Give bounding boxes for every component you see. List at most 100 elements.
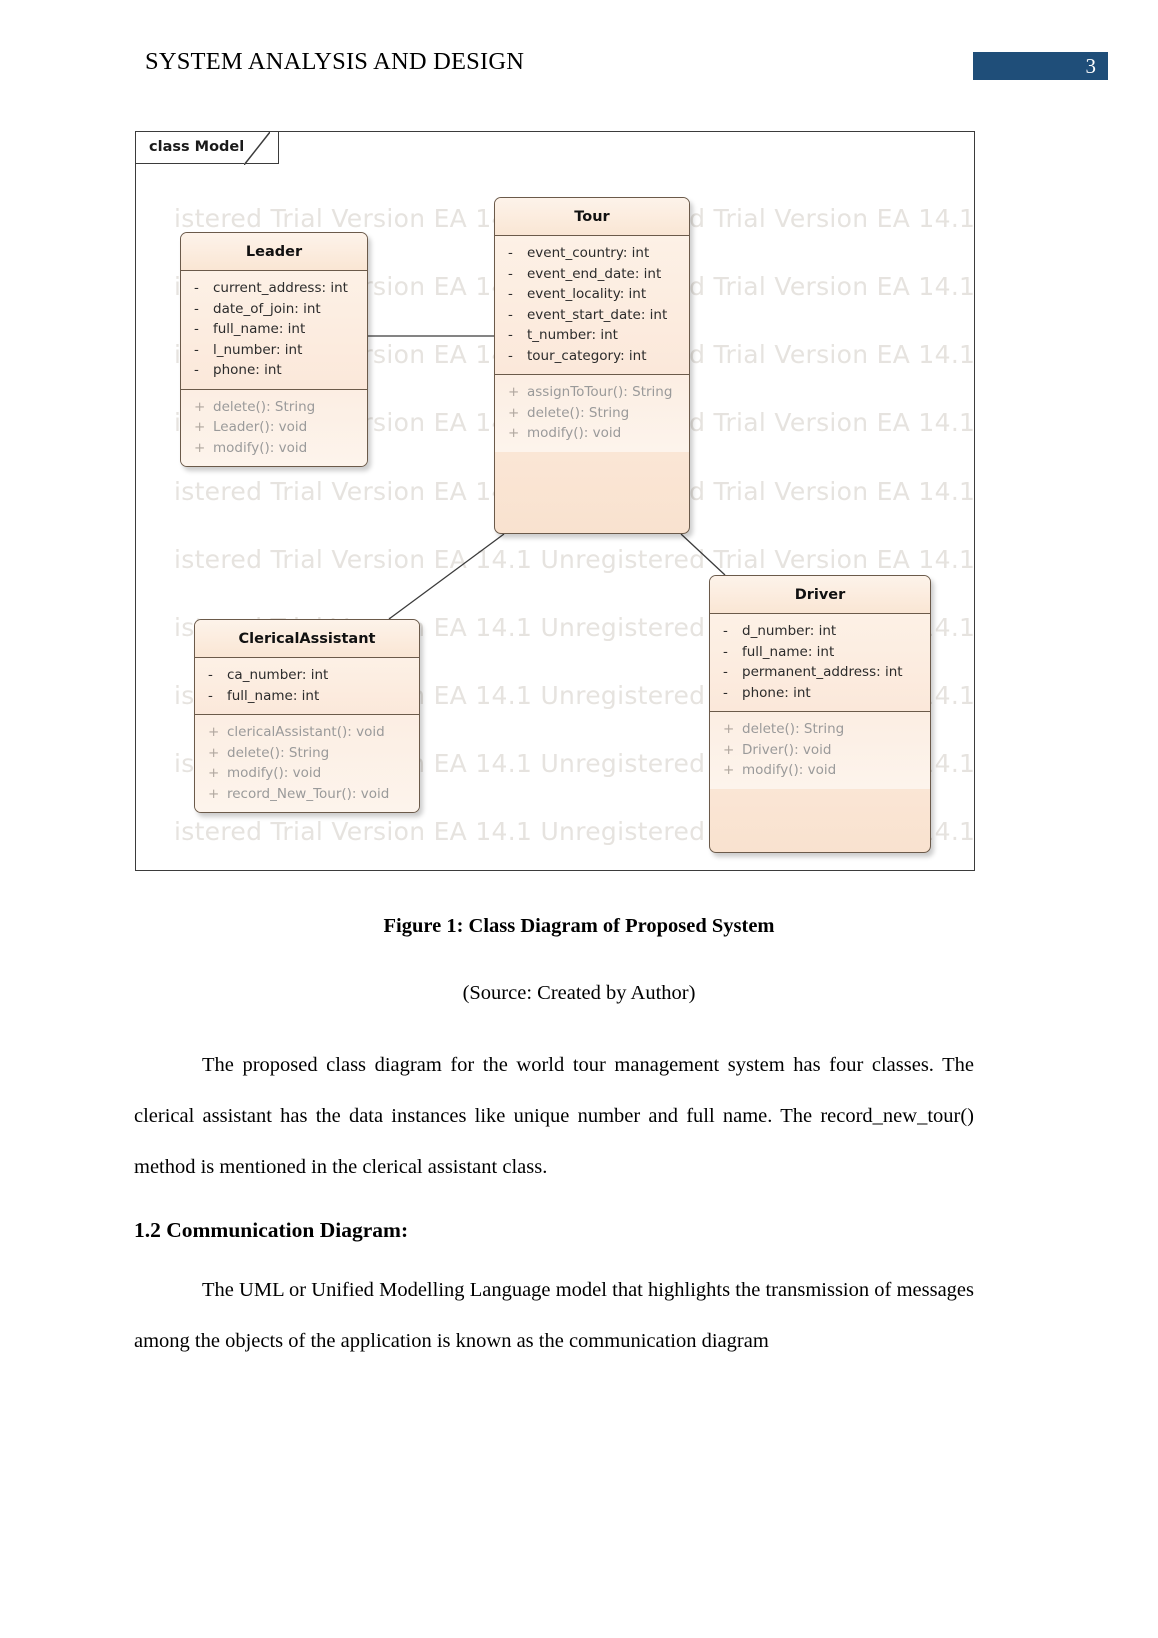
visibility-marker: +	[208, 785, 220, 802]
uml-class-leader[interactable]: Leader -current_address: int -date_of_jo…	[180, 232, 368, 467]
attribute-text: date_of_join: int	[213, 300, 321, 317]
attribute-text: phone: int	[742, 684, 811, 701]
uml-class-name: Tour	[495, 198, 689, 236]
uml-operation-row: + modify(): void	[201, 763, 413, 784]
uml-attribute-row: -t_number: int	[501, 325, 683, 346]
visibility-marker: +	[508, 425, 520, 441]
attribute-text: tour_category: int	[527, 347, 647, 364]
visibility-marker: +	[508, 404, 520, 421]
uml-operation-row: + delete(): String	[501, 403, 683, 424]
visibility-marker: -	[508, 245, 513, 261]
visibility-marker: -	[194, 300, 199, 317]
uml-class-tour[interactable]: Tour -event_country: int -event_end_date…	[494, 197, 690, 534]
uml-attribute-row: -event_end_date: int	[501, 264, 683, 285]
attribute-text: event_locality: int	[527, 286, 647, 302]
figure-caption: Figure 1: Class Diagram of Proposed Syst…	[383, 915, 775, 937]
uml-operation-row: +delete(): String	[716, 719, 924, 740]
attribute-text: current_address: int	[213, 280, 348, 296]
visibility-marker: -	[194, 321, 199, 337]
operation-text: Leader(): void	[213, 419, 308, 435]
attribute-text: full_name: int	[213, 321, 306, 337]
frame-tab-corner-icon	[244, 132, 270, 165]
uml-operations-section: +clericalAssistant(): void +delete(): St…	[195, 715, 419, 812]
figure-class-diagram: istered Trial Version EA 14.1 Unregister…	[135, 131, 975, 871]
uml-attribute-row: -event_start_date: int	[501, 305, 683, 326]
visibility-marker: -	[208, 667, 213, 683]
operation-text: assignToTour(): String	[527, 384, 673, 400]
uml-operation-row: + assignToTour(): String	[501, 382, 683, 403]
uml-operations-section: +delete(): String + Driver(): void + modif…	[710, 712, 930, 789]
attribute-text: ca_number: int	[227, 667, 329, 683]
page-title: SYSTEM ANALYSIS AND DESIGN	[145, 48, 525, 75]
uml-operation-row: +Leader(): void	[187, 417, 361, 438]
visibility-marker: -	[194, 341, 199, 358]
uml-operation-row: + delete(): String	[201, 743, 413, 764]
visibility-marker: -	[508, 286, 513, 302]
operation-text: modify(): void	[227, 765, 322, 781]
operation-text: Driver(): void	[742, 741, 832, 758]
attribute-text: t_number: int	[527, 327, 618, 343]
uml-attributes-section: -d_number: int -full_name: int -permanen…	[710, 614, 930, 712]
page-number-badge: 3	[973, 52, 1108, 80]
uml-operations-section: +delete(): String +Leader(): void + modif…	[181, 389, 367, 466]
diagram-frame: istered Trial Version EA 14.1 Unregister…	[135, 131, 975, 871]
uml-attributes-section: -ca_number: int -full_name: int	[195, 658, 419, 715]
operation-text: modify(): void	[213, 439, 308, 456]
operation-text: delete(): String	[527, 404, 630, 421]
uml-operation-row: + modify(): void	[716, 760, 924, 781]
visibility-marker: -	[723, 643, 728, 660]
uml-attribute-row: -tour_category: int	[501, 346, 683, 367]
uml-operation-row: +record_New_Tour(): void	[201, 784, 413, 805]
uml-attribute-row: -full_name: int	[201, 686, 413, 707]
uml-class-name: ClericalAssistant	[195, 620, 419, 658]
uml-attribute-row: -event_country: int	[501, 243, 683, 264]
figure-source: (Source: Created by Author)	[462, 982, 696, 1004]
uml-attribute-row: -l_number: int	[187, 340, 361, 361]
uml-operation-row: + modify(): void	[501, 423, 683, 444]
visibility-marker: +	[208, 724, 220, 740]
uml-attribute-row: -full_name: int	[716, 642, 924, 663]
visibility-marker: +	[723, 762, 735, 778]
visibility-marker: +	[194, 439, 206, 456]
uml-class-driver[interactable]: Driver -d_number: int -full_name: int -p…	[709, 575, 931, 853]
attribute-text: d_number: int	[742, 623, 837, 639]
visibility-marker: +	[208, 744, 220, 761]
visibility-marker: -	[723, 623, 728, 639]
uml-attributes-section: -current_address: int -date_of_join: int…	[181, 271, 367, 390]
visibility-marker: -	[208, 687, 213, 704]
visibility-marker: +	[723, 741, 735, 758]
paragraph-two: The UML or Unified Modelling Language mo…	[134, 1265, 974, 1367]
uml-attribute-row: -full_name: int	[187, 319, 361, 340]
uml-operations-section: + assignToTour(): String + delete(): Strin…	[495, 375, 689, 452]
attribute-text: event_end_date: int	[527, 265, 662, 282]
uml-operation-row: +delete(): String	[187, 397, 361, 418]
uml-operation-row: + Driver(): void	[716, 740, 924, 761]
visibility-marker: -	[508, 306, 513, 323]
uml-attribute-row: -event_locality: int	[501, 284, 683, 305]
uml-operation-row: + modify(): void	[187, 438, 361, 459]
attribute-text: full_name: int	[227, 687, 320, 704]
uml-class-name: Driver	[710, 576, 930, 614]
diagram-frame-label: class Model	[136, 132, 280, 164]
uml-attribute-row: -phone: int	[187, 360, 361, 381]
attribute-text: permanent_address: int	[742, 664, 903, 680]
heading-1-2: 1.2 Communication Diagram:	[134, 1218, 409, 1242]
attribute-text: full_name: int	[742, 643, 835, 660]
uml-class-clericalassistant[interactable]: ClericalAssistant -ca_number: int -full_…	[194, 619, 420, 813]
association-connectors	[368, 335, 726, 620]
attribute-text: phone: int	[213, 362, 282, 378]
operation-text: delete(): String	[227, 744, 330, 761]
operation-text: modify(): void	[742, 762, 837, 778]
visibility-marker: -	[508, 327, 513, 343]
visibility-marker: +	[208, 765, 220, 781]
uml-attribute-row: -permanent_address: int	[716, 662, 924, 683]
operation-text: modify(): void	[527, 425, 622, 441]
visibility-marker: -	[508, 265, 513, 282]
uml-attribute-row: -date_of_join: int	[187, 299, 361, 320]
uml-attribute-row: -d_number: int	[716, 621, 924, 642]
operation-text: delete(): String	[742, 721, 845, 737]
attribute-text: event_start_date: int	[527, 306, 668, 323]
visibility-marker: -	[508, 347, 513, 364]
attribute-text: event_country: int	[527, 245, 650, 261]
visibility-marker: +	[508, 384, 520, 400]
